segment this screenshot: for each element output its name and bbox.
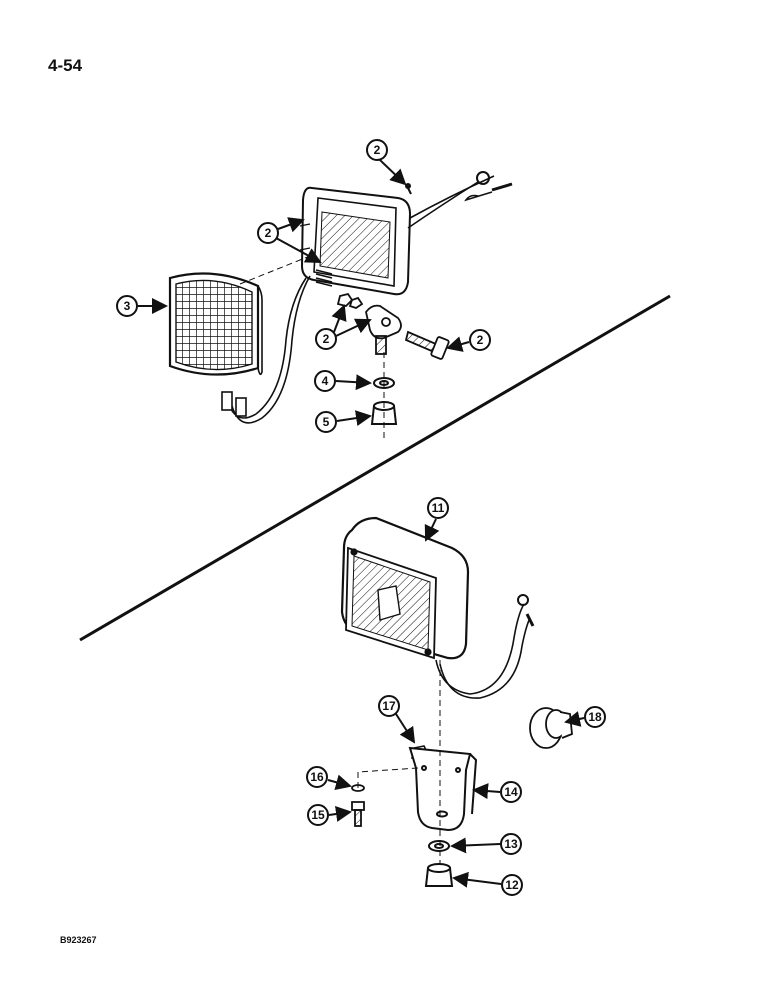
bolt-part-15 [351, 801, 365, 827]
lamp-housing [299, 186, 412, 296]
housing-wire-leads [407, 171, 513, 229]
lamp-bracket [408, 746, 478, 832]
svg-text:14: 14 [504, 785, 518, 799]
svg-text:12: 12 [505, 878, 519, 892]
spring-part [315, 269, 333, 287]
lower-centerlines [357, 660, 441, 864]
callout-5: 5 [315, 410, 372, 433]
callouts: 2 2 3 2 2 4 5 11 17 18 16 14 15 13 12 [116, 139, 606, 896]
svg-text:4: 4 [322, 374, 329, 388]
svg-text:5: 5 [323, 415, 330, 429]
screw-part [405, 183, 412, 195]
front-lamp-lens [168, 272, 263, 376]
svg-text:3: 3 [124, 299, 131, 313]
callout-17: 17 [378, 695, 416, 744]
page-number: 4-54 [48, 56, 83, 75]
callout-18: 18 [564, 706, 606, 728]
svg-text:2: 2 [323, 332, 330, 346]
callout-2-bolt: 2 [446, 329, 491, 352]
svg-text:2: 2 [265, 226, 272, 240]
svg-text:16: 16 [310, 770, 324, 784]
callout-2-top: 2 [366, 139, 407, 186]
svg-text:15: 15 [311, 808, 325, 822]
mounting-bracket [336, 292, 402, 355]
callout-11: 11 [424, 497, 449, 542]
callout-2-nuts: 2 [315, 304, 372, 350]
figure-code: B923267 [60, 935, 97, 945]
upper-centerlines [239, 255, 385, 440]
lamp-wire-connector [221, 275, 311, 424]
washer-part-13 [428, 840, 450, 852]
svg-text:2: 2 [477, 333, 484, 347]
svg-text:18: 18 [588, 710, 602, 724]
bolt-part [404, 330, 450, 360]
callout-13: 13 [450, 833, 522, 855]
svg-text:17: 17 [382, 699, 396, 713]
callout-3: 3 [116, 295, 168, 317]
callout-14: 14 [472, 781, 522, 803]
hex-nut-part-12 [424, 863, 454, 887]
callout-4: 4 [314, 370, 372, 392]
callout-15: 15 [307, 804, 352, 826]
svg-text:11: 11 [432, 501, 445, 515]
svg-text:13: 13 [504, 837, 518, 851]
callout-16: 16 [306, 766, 352, 791]
work-lamp-wires [435, 594, 535, 699]
svg-text:2: 2 [374, 143, 381, 157]
callout-12: 12 [452, 871, 523, 896]
rubber-grommet [529, 707, 573, 749]
callout-2-housing: 2 [257, 217, 322, 263]
section-divider [79, 294, 671, 642]
work-lamp [340, 516, 470, 660]
